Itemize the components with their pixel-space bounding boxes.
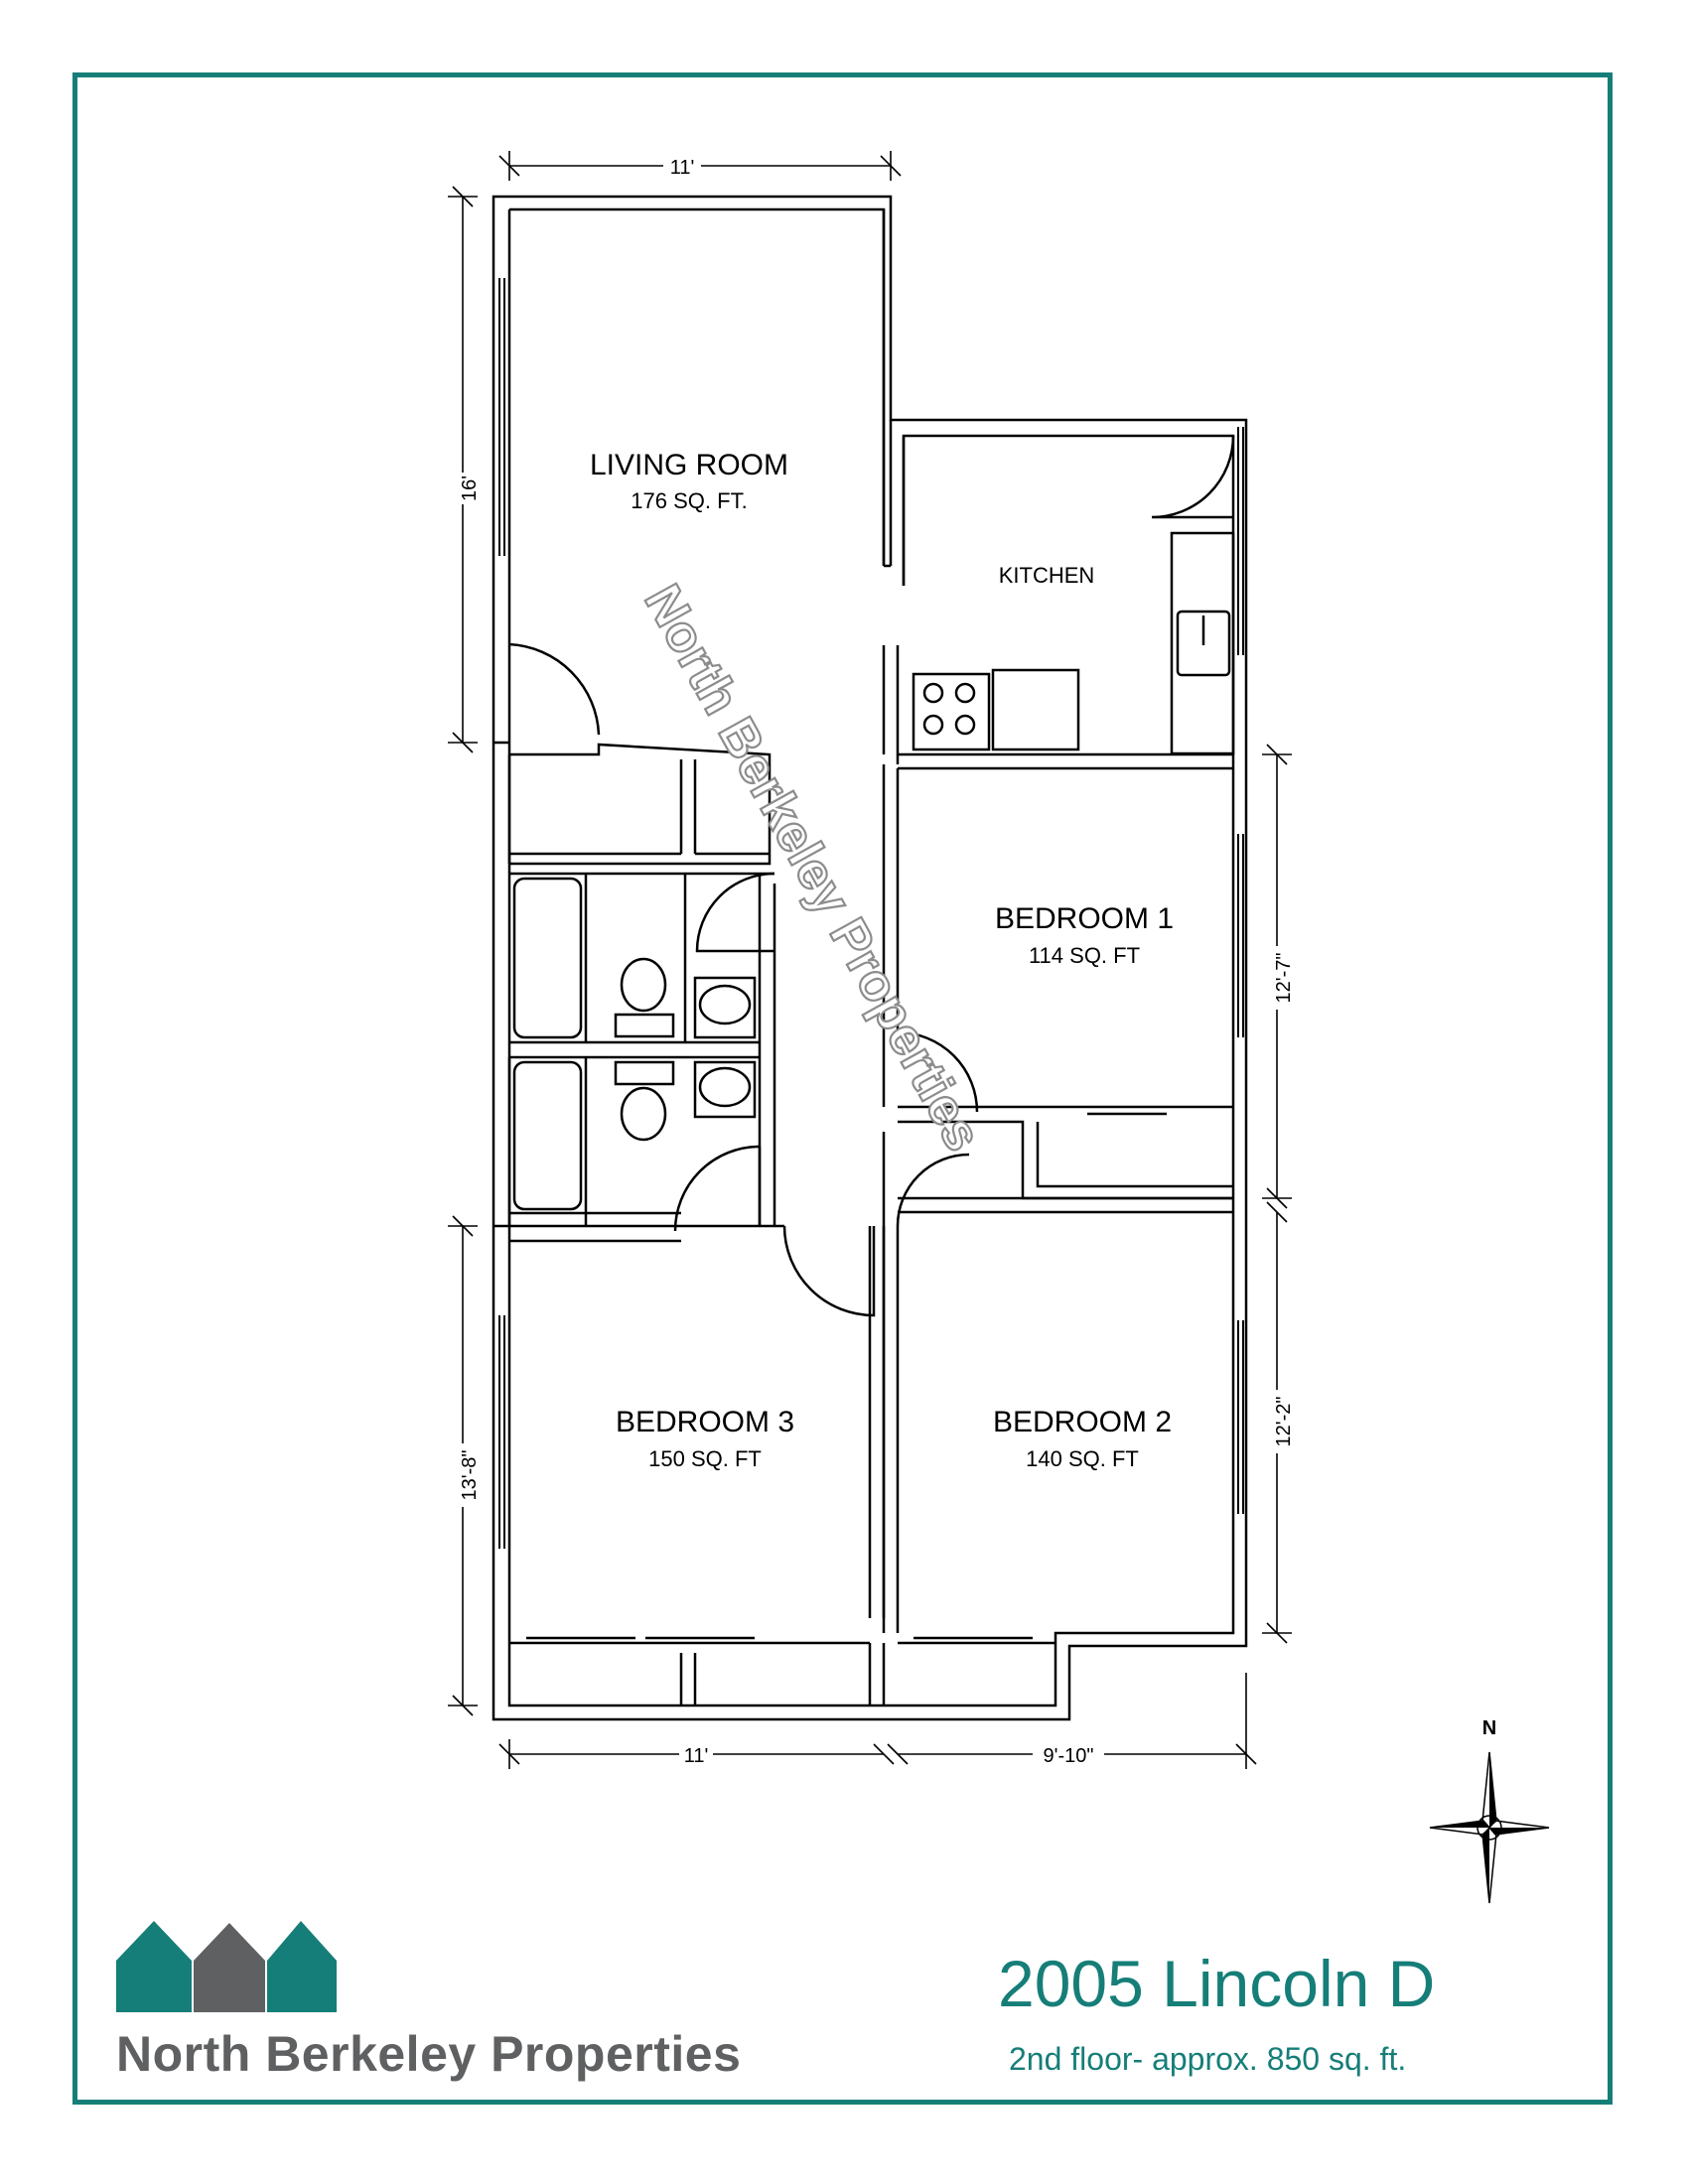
toilet-upper	[620, 957, 667, 1013]
dim-bedroom2-height: 12'-2"	[1273, 1397, 1295, 1447]
living-room-label: LIVING ROOM	[590, 449, 788, 481]
sink-lower	[698, 1066, 752, 1108]
toilet-tank-upper	[614, 1013, 675, 1038]
window-bedroom3	[498, 1315, 505, 1549]
bedroom-2-area: 140 SQ. FT	[1026, 1446, 1139, 1471]
door-swing-bathroom-upper	[695, 872, 775, 953]
watermark: North Berkeley Properties	[633, 576, 993, 1160]
wall-bedroom3-bedroom2	[868, 1226, 886, 1618]
wall-hall-left	[758, 874, 776, 1226]
closets-bottom	[509, 1641, 1055, 1706]
stove	[912, 672, 991, 751]
bedroom-1-label: BEDROOM 1	[995, 902, 1174, 935]
kitchen-label: KITCHEN	[999, 563, 1095, 588]
door-swing-entry-living	[508, 642, 601, 736]
wall-living-kitchen	[882, 209, 906, 586]
page-border	[72, 72, 1613, 2105]
closets-upper-outline	[493, 741, 772, 866]
door-swing-bedroom3	[782, 1225, 876, 1317]
wall-kitchen-left	[882, 645, 900, 764]
sink-lower-counter	[693, 1060, 757, 1119]
property-address: 2005 Lincoln D	[998, 1947, 1436, 2020]
window-living	[498, 278, 505, 556]
dimension-lines	[448, 151, 1292, 1769]
counter	[991, 668, 1080, 751]
kitchen-sink	[1176, 610, 1231, 677]
wall-living-kitchen-2	[884, 420, 893, 568]
dim-living-height: 16'	[459, 476, 481, 501]
bedroom-2-label: BEDROOM 2	[993, 1406, 1172, 1438]
wall-kitchen-bedroom1	[898, 752, 1233, 770]
door-swing-bedroom1	[897, 1030, 979, 1113]
sink-upper-counter	[693, 976, 757, 1039]
wall-bedroom2-top	[898, 1196, 1233, 1214]
sink-upper	[698, 984, 752, 1025]
dim-bottom-left-width: 11'	[684, 1745, 709, 1767]
bedroom-3-label: BEDROOM 3	[616, 1406, 794, 1438]
toilet-lower	[620, 1086, 667, 1142]
bathtub-upper	[512, 877, 583, 1039]
property-subtitle: 2nd floor- approx. 850 sq. ft.	[1009, 2041, 1407, 2077]
bedroom-3-area: 150 SQ. FT	[648, 1446, 762, 1471]
door-swing-bedroom2	[896, 1153, 970, 1227]
dim-bottom-right-width: 9'-10"	[1044, 1745, 1094, 1767]
kitchen-counter-right	[1170, 531, 1235, 755]
bathtub-lower	[512, 1060, 583, 1211]
bedroom-1-area: 114 SQ. FT	[1029, 943, 1140, 968]
compass-north-label: N	[1482, 1717, 1496, 1739]
wall-bedroom2-left	[882, 1052, 900, 1633]
window-bedroom1	[1237, 834, 1244, 1037]
dim-top-width: 11'	[670, 157, 695, 179]
wall-bedroom1-left	[882, 764, 900, 1052]
toilet-tank-lower	[614, 1060, 675, 1086]
bathroom-upper-walls	[509, 872, 774, 1059]
company-name: North Berkeley Properties	[116, 2026, 742, 2082]
dim-bedroom3-height: 13'-8"	[459, 1450, 481, 1501]
living-room-area: 176 SQ. FT.	[631, 488, 747, 513]
bathroom-lower-walls	[507, 1057, 762, 1226]
wall-bedroom3-top	[493, 1224, 755, 1243]
compass-icon: N	[1429, 1717, 1550, 1904]
window-kitchen	[1237, 427, 1244, 655]
door-swing-bathroom-lower	[673, 1145, 761, 1232]
dim-bedroom1-height: 12'-7"	[1273, 953, 1295, 1004]
door-swing-kitchen	[1151, 435, 1235, 519]
company-logo-icon	[116, 1921, 337, 2012]
exterior-wall-outer	[492, 195, 1248, 1721]
window-bedroom2	[1237, 1320, 1244, 1514]
